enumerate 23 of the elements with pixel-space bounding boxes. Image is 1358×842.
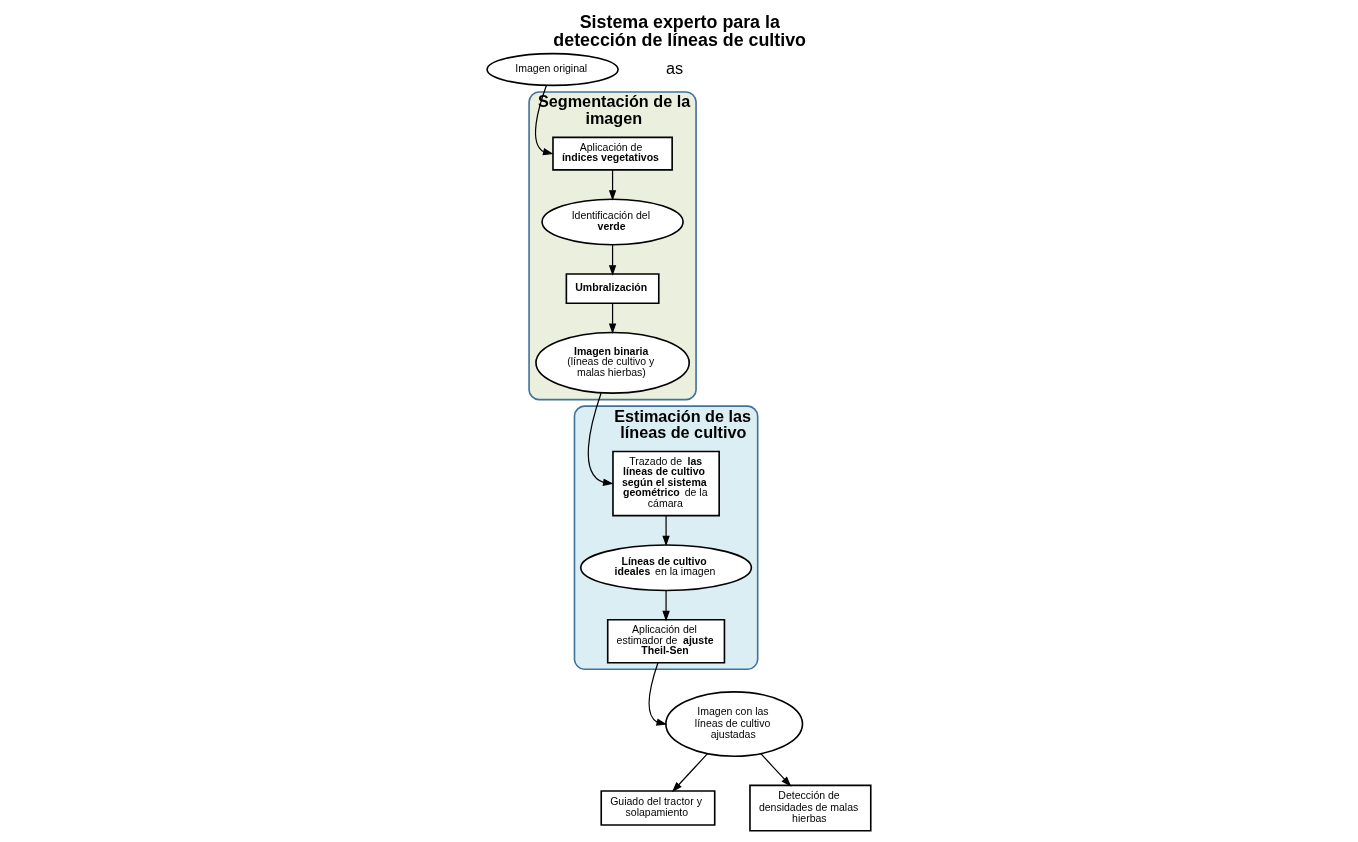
arrow — [671, 753, 709, 793]
node-box: Trazado de las líneas de cultivo según el sistema geométrico de la cámara — [612, 450, 720, 517]
node-box: Aplicación del estimador de ajuste Theil-Sen — [606, 619, 726, 664]
arrow — [608, 302, 617, 334]
diagram-title: Sistema experto para la detección de líneas de cultivo — [553, 11, 807, 50]
arrow — [608, 244, 617, 276]
arrow — [648, 662, 668, 726]
node-ellipse: Imagen binaria (líneas de cultivo y malas hierbas) — [535, 331, 690, 394]
arrow — [587, 392, 614, 486]
arrow — [760, 753, 792, 787]
node-ellipse: Identificación del verde — [541, 198, 684, 246]
label: as — [666, 58, 684, 77]
node-box: Aplicación de índices vegetativos — [552, 136, 673, 171]
arrow — [662, 590, 670, 622]
node-ellipse: Líneas de cultivo ideales en la imagen — [579, 544, 753, 592]
node-box: Detección de densidades de malas hierbas — [749, 784, 872, 832]
arrow — [662, 515, 670, 547]
node-ellipse: Imagen con las líneas de cultivo ajustadas — [665, 691, 804, 758]
node-ellipse: Imagen original — [486, 52, 619, 87]
node-box: Umbralización — [565, 273, 660, 305]
node-box: Guiado del tractor y solapamiento — [600, 790, 716, 826]
arrow — [535, 84, 554, 156]
arrow — [608, 169, 617, 201]
